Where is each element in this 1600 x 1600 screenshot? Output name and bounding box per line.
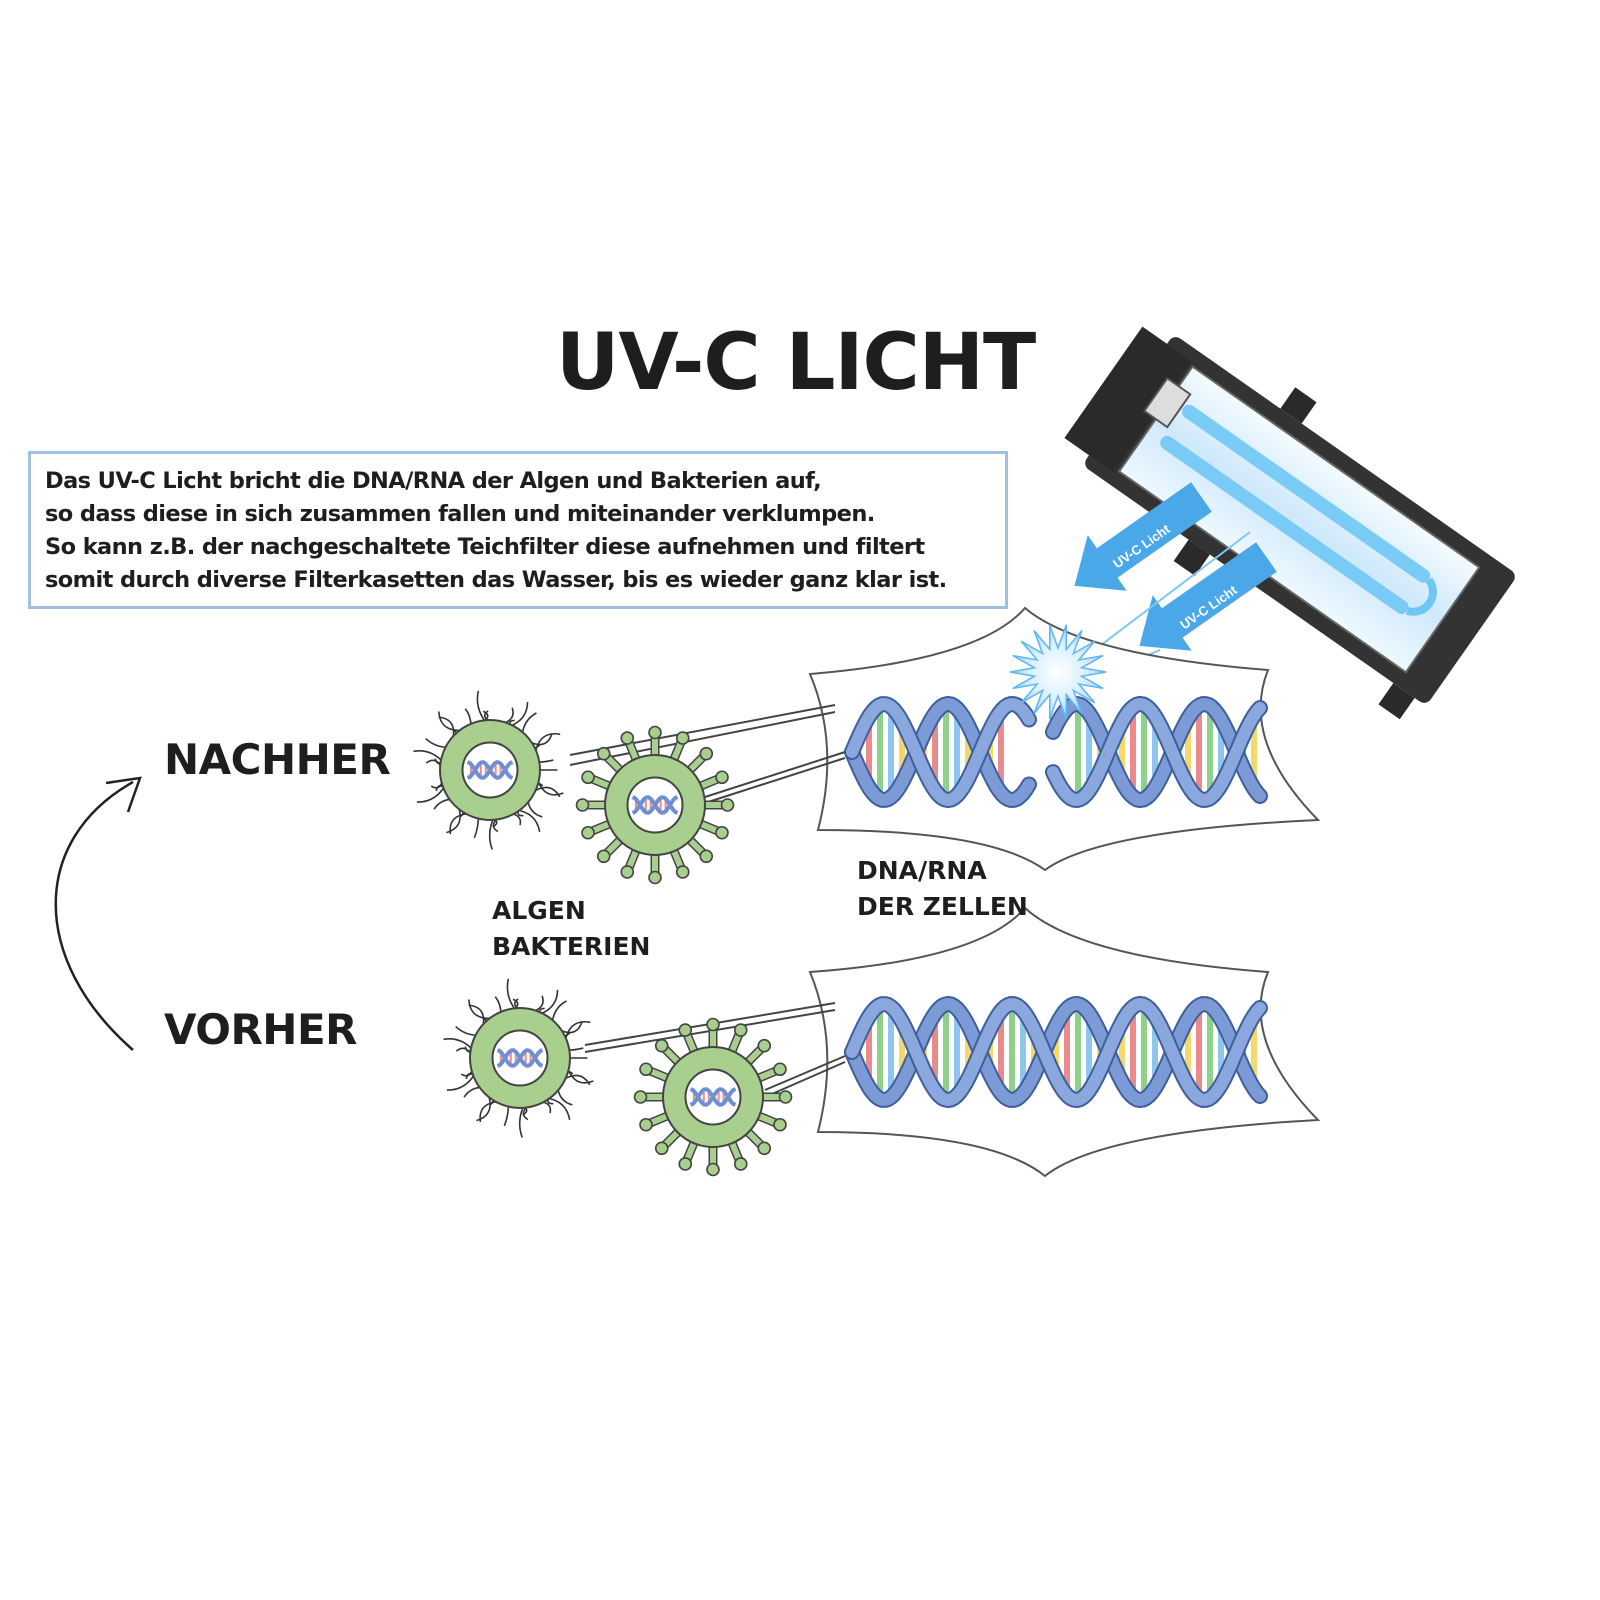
dna-strand — [846, 697, 1035, 806]
uv-arrow-1 — [1074, 482, 1212, 591]
label-dna-line: DER ZELLEN — [857, 892, 1028, 921]
info-line: So kann z.B. der nachgeschaltete Teichfi… — [45, 534, 925, 560]
page-title: UV-C LICHT — [556, 318, 1036, 408]
label-organisms-line: BAKTERIEN — [492, 932, 651, 961]
label-before: VORHER — [164, 1005, 358, 1054]
label-organisms: ALGEN BAKTERIEN — [492, 893, 650, 965]
dna-panel-after — [808, 606, 1321, 872]
info-line: Das UV-C Licht bricht die DNA/RNA der Al… — [45, 468, 822, 494]
dna-strand — [846, 997, 1266, 1107]
dna-strand — [1047, 697, 1266, 807]
algae-cell-before — [443, 978, 594, 1138]
info-line: so dass diese in sich zusammen fallen un… — [45, 501, 875, 527]
info-box: Das UV-C Licht bricht die DNA/RNA der Al… — [28, 451, 1008, 609]
progress-curve-arrow — [54, 776, 142, 1051]
dna-strand — [1047, 697, 1266, 807]
label-dna-line: DNA/RNA — [857, 856, 987, 885]
pointer-lines-after — [569, 704, 846, 804]
uv-arrow-2 — [1139, 542, 1277, 651]
uv-impact-flash — [1009, 624, 1107, 720]
cells-group — [413, 690, 793, 1177]
label-organisms-line: ALGEN — [492, 896, 586, 925]
label-dna: DNA/RNA DER ZELLEN — [857, 853, 1028, 925]
uv-lamp — [1064, 326, 1515, 720]
bacteria-cell-before — [633, 1017, 793, 1177]
dna-strand — [846, 698, 1035, 807]
dna-helix-intact — [844, 995, 1268, 1109]
algae-cell-after — [413, 690, 564, 850]
label-after: NACHHER — [164, 735, 391, 784]
bacteria-cell-after — [575, 725, 735, 885]
dna-helix-broken — [844, 695, 1268, 809]
info-line: somit durch diverse Filterkasetten das W… — [45, 567, 947, 593]
